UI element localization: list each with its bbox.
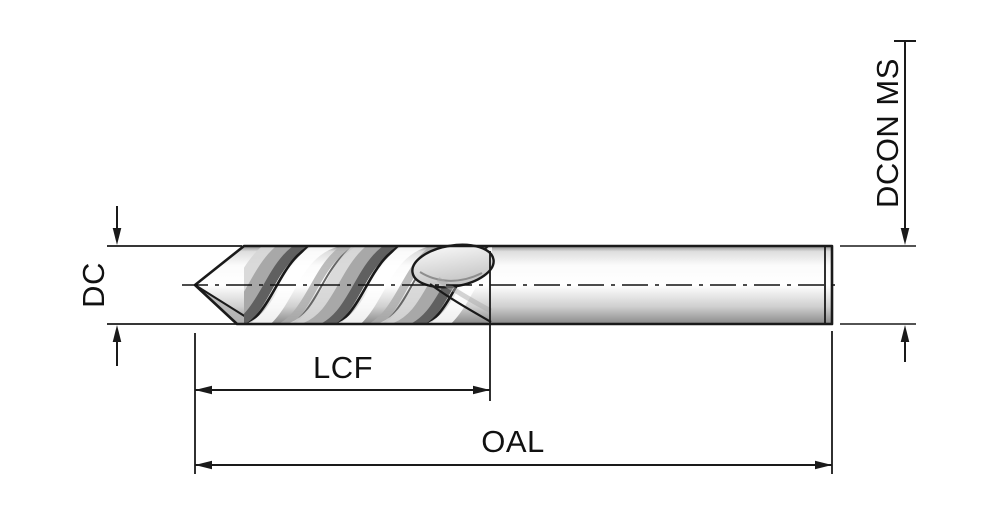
flute-highlight <box>247 247 338 323</box>
land-shadow <box>279 247 355 323</box>
flute-groove-2 <box>288 247 446 323</box>
tip-cutting-lip <box>194 284 247 318</box>
tip-face <box>195 246 244 324</box>
dcon-arrow-up-icon <box>900 325 910 342</box>
tip-lower-facet <box>195 285 246 324</box>
flute-highlight <box>337 247 428 323</box>
dc-dimension: DC <box>76 206 242 366</box>
land-edge-line <box>292 247 356 323</box>
groove-shading-light <box>378 247 473 323</box>
land-edge-line <box>382 247 446 323</box>
runout-inner-curve <box>419 271 483 282</box>
groove-shading-mid <box>244 247 307 320</box>
lcf-dimension: LCF <box>194 251 491 474</box>
flute-edge-line <box>246 247 312 323</box>
groove-shading-dark <box>322 247 402 323</box>
dc-arrow-down-icon <box>112 228 122 245</box>
drill-body <box>182 243 842 326</box>
dcon-dimension: DCON MS <box>840 40 916 362</box>
lcf-arrow-right-icon <box>473 385 490 395</box>
lcf-arrow-left-icon <box>195 385 212 395</box>
runout-shadow <box>436 276 493 314</box>
oal-dimension: OAL <box>195 331 833 474</box>
oal-arrow-left-icon <box>195 460 212 470</box>
runout-edge-line <box>429 283 492 323</box>
dcon-label: DCON MS <box>870 58 905 208</box>
land-shadow <box>369 247 445 323</box>
flute-highlight <box>427 247 492 323</box>
flute-edge-line <box>336 247 402 323</box>
lcf-label: LCF <box>313 350 373 385</box>
dcon-arrow-down-icon <box>900 228 910 245</box>
dc-label: DC <box>76 262 111 308</box>
dc-arrow-up-icon <box>112 325 122 342</box>
flute-runout <box>411 243 495 323</box>
oal-arrow-right-icon <box>815 460 832 470</box>
oal-label: OAL <box>481 424 545 459</box>
groove-shading-dark <box>244 247 312 323</box>
groove-shading-light <box>288 247 383 323</box>
drill-tip <box>194 246 247 324</box>
flute-groove-1 <box>244 247 356 323</box>
groove-shading-mid <box>302 247 397 323</box>
